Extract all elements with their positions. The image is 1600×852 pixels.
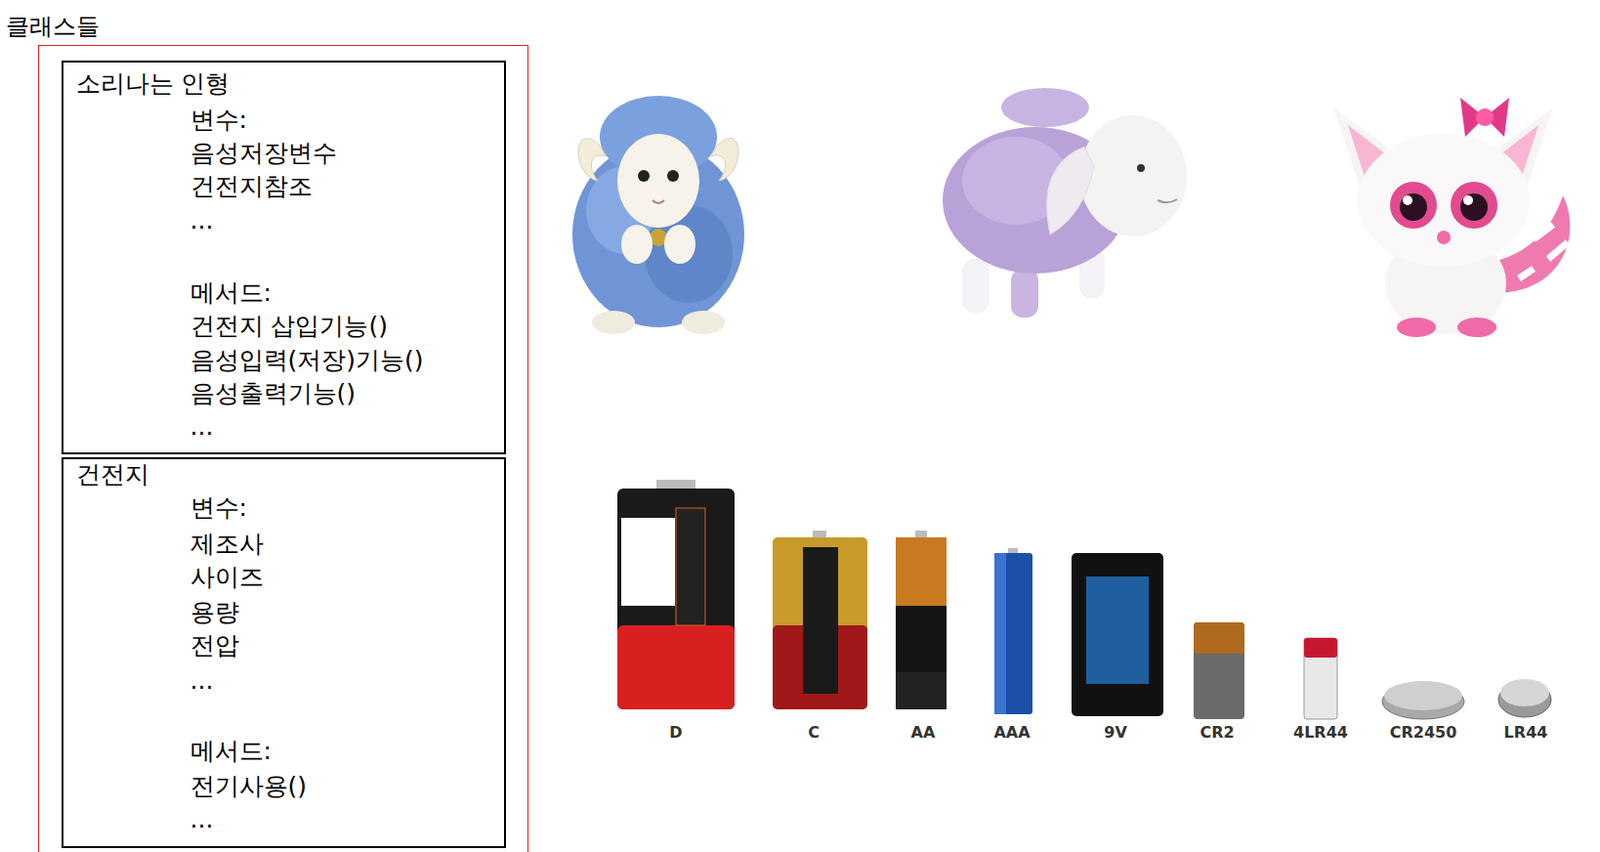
member-text: 변수:: [190, 105, 248, 135]
member-text: ...: [190, 666, 214, 696]
member-text: ...: [190, 206, 214, 236]
class-box: 소리나는 인형변수:음성저장변수건전지참조... 메서드:건전지 삽입기능() 음성…: [61, 60, 506, 455]
member-text: 건전지 삽입기능(): [190, 311, 388, 341]
member-text: 전압: [190, 631, 240, 661]
member-text: 음성출력기능(): [190, 378, 357, 409]
battery-size-label: 9V: [1103, 722, 1128, 743]
member-text: ...: [190, 412, 214, 442]
member-text: 변수:: [190, 493, 248, 523]
battery-size-label: AAA: [993, 722, 1030, 743]
battery-size-label: CR2: [1199, 722, 1234, 743]
class-name: 소리나는 인형: [76, 69, 231, 99]
member-text: 음성입력(저장)기능(): [190, 345, 424, 376]
blue-sheep-plush: [572, 95, 745, 335]
member-text: ...: [190, 804, 214, 835]
fennec-plush: [1333, 97, 1570, 337]
member-text: 용량: [190, 597, 240, 628]
battery-size-label: C: [807, 722, 820, 743]
class-group-frame: 클래스들소리나는 인형변수:음성저장변수건전지참조...메서드:건전지 삽입기능…: [38, 44, 529, 852]
class-name: 건전지: [76, 460, 150, 490]
battery-size-label: LR44: [1504, 722, 1549, 743]
member-text: 메서드:: [190, 736, 272, 766]
member-text: 사이즈: [190, 562, 264, 592]
class-box: 건전지변수: 제조사사이즈용량전압... 메서드: 전기사용()...: [61, 457, 506, 848]
battery-images: [617, 479, 1552, 719]
member-text: 제조사: [190, 529, 264, 559]
battery-size-label: AA: [911, 722, 936, 743]
battery-size-label: D: [669, 722, 682, 743]
lavender-sheep-plush: [942, 87, 1187, 318]
member-text: 메서드:: [190, 278, 272, 308]
member-text: 건전지참조: [190, 171, 313, 202]
group-title: 클래스들: [5, 12, 100, 41]
battery-size-label: CR2450: [1389, 722, 1458, 743]
member-text: 음성저장변수: [190, 138, 337, 169]
battery-size-label: 4LR44: [1293, 722, 1348, 743]
member-text: 전기사용(): [190, 771, 308, 801]
